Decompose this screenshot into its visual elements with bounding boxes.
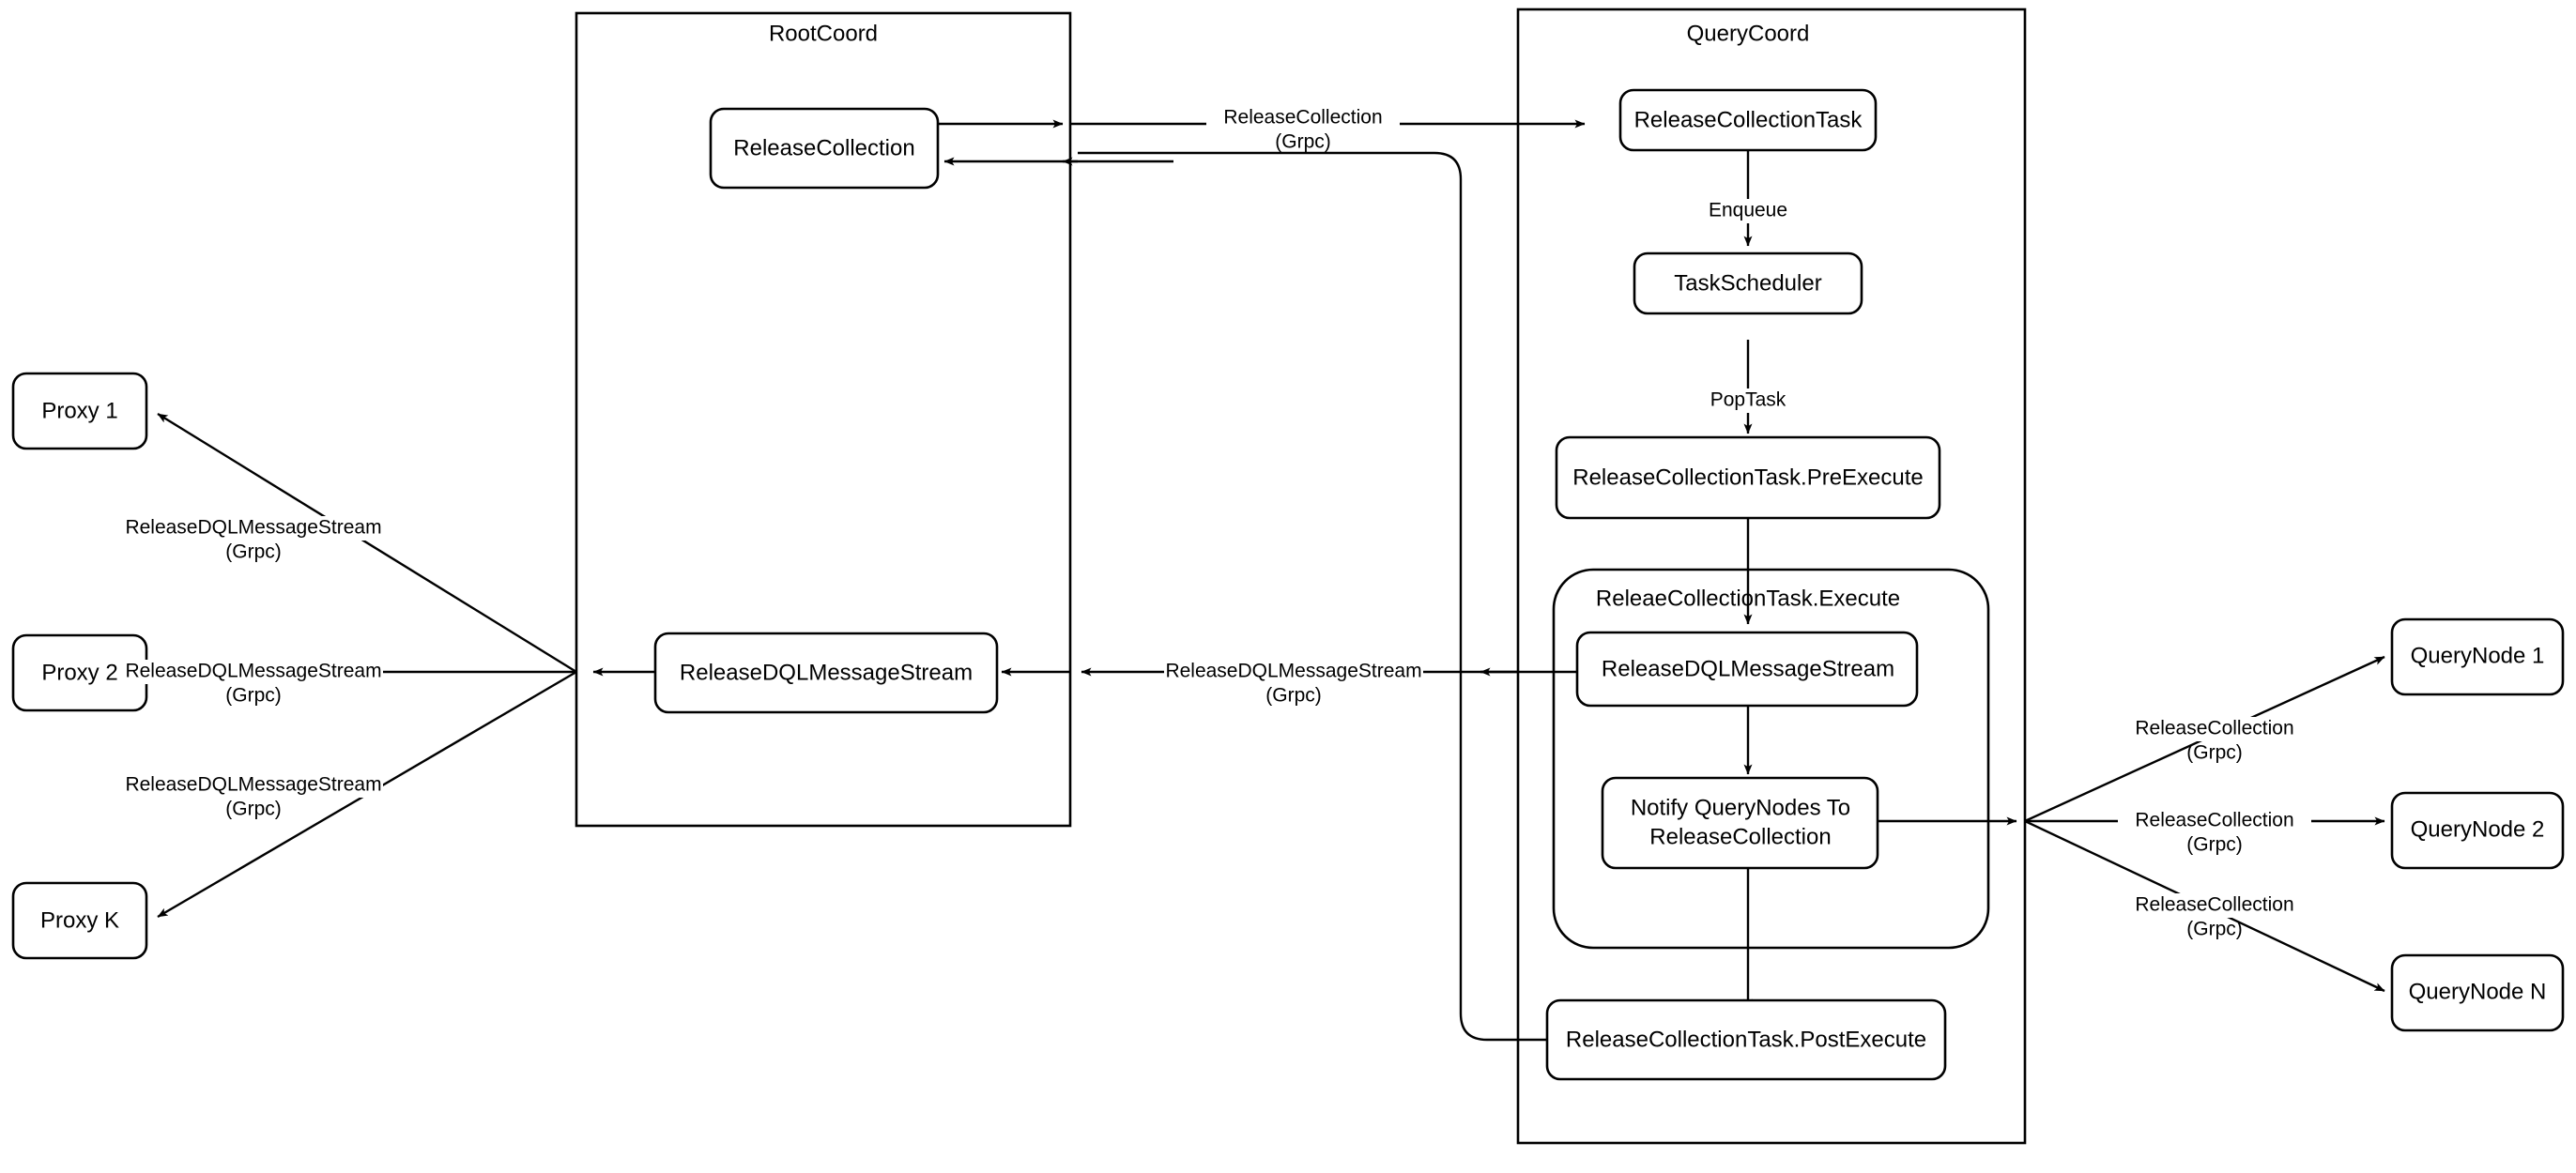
node-post-execute[interactable]: ReleaseCollectionTask.PostExecute [1545, 998, 1947, 1081]
node-task-scheduler[interactable]: TaskScheduler [1633, 251, 1863, 315]
edge-label-qn1-release-line2: (Grpc) [2186, 742, 2243, 764]
edge-label-proxyk-dql-line1: ReleaseDQLMessageStream [125, 774, 381, 796]
container-query-coord-label: QueryCoord [1687, 21, 1810, 46]
edge-label-rootcoord-to-querycoord-line1: ReleaseCollection [1223, 107, 1382, 129]
node-notify-query-nodes[interactable]: Notify QueryNodes To ReleaseCollection [1601, 776, 1879, 870]
node-query-node-1[interactable]: QueryNode 1 [2390, 617, 2565, 696]
node-proxy-2[interactable]: Proxy 2 [11, 633, 148, 712]
edge-label-proxy1-dql-line2: (Grpc) [225, 541, 282, 563]
edge-rootcoord-to-proxy1 [157, 412, 577, 674]
node-release-collection-task[interactable]: ReleaseCollectionTask [1618, 88, 1878, 152]
edge-label-qn1-release: ReleaseCollection (Grpc) [2118, 717, 2311, 764]
edge-label-querycoord-to-rootcoord-dql-line2: (Grpc) [1265, 685, 1322, 707]
node-task-scheduler-label: TaskScheduler [1674, 270, 1821, 296]
edge-label-qn1-release-line1: ReleaseCollection [2135, 718, 2293, 739]
edge-label-querycoord-to-rootcoord-dql-line1: ReleaseDQLMessageStream [1165, 661, 1421, 682]
node-notify-query-nodes-label-line1: Notify QueryNodes To [1631, 795, 1850, 820]
node-notify-query-nodes-label-line2: ReleaseCollection [1649, 824, 1831, 849]
edge-label-qnn-release-line2: (Grpc) [2186, 919, 2243, 940]
node-pre-execute[interactable]: ReleaseCollectionTask.PreExecute [1555, 435, 1941, 520]
edge-label-qnn-release: ReleaseCollection (Grpc) [2118, 893, 2311, 940]
edge-label-proxyk-dql: ReleaseDQLMessageStream (Grpc) [124, 773, 383, 820]
edge-postexecute-return-path [1078, 151, 1554, 1042]
edge-label-poptask: PopTask [1706, 388, 1790, 413]
edge-label-rootcoord-to-querycoord: ReleaseCollection (Grpc) [1206, 106, 1400, 153]
edge-label-proxy1-dql-line1: ReleaseDQLMessageStream [125, 517, 381, 539]
edge-label-querycoord-to-rootcoord-dql: ReleaseDQLMessageStream (Grpc) [1164, 660, 1423, 707]
edge-label-proxy2-dql-line2: (Grpc) [225, 685, 282, 707]
node-release-collection-task-label: ReleaseCollectionTask [1634, 107, 1863, 132]
container-root-coord-label: RootCoord [769, 21, 878, 46]
edge-label-proxy2-dql-line1: ReleaseDQLMessageStream [125, 661, 381, 682]
node-execute-release-dql-label: ReleaseDQLMessageStream [1602, 656, 1894, 681]
edge-label-qn2-release-line1: ReleaseCollection [2135, 810, 2293, 831]
edge-label-rootcoord-to-querycoord-line2: (Grpc) [1275, 131, 1331, 153]
container-execute-group: ReleaeCollectionTask.Execute [1552, 568, 1990, 950]
edge-label-qn2-release: ReleaseCollection (Grpc) [2118, 809, 2311, 856]
edge-label-proxyk-dql-line2: (Grpc) [225, 799, 282, 820]
node-query-node-2[interactable]: QueryNode 2 [2390, 791, 2565, 870]
edge-label-enqueue-text: Enqueue [1709, 200, 1787, 221]
node-post-execute-label: ReleaseCollectionTask.PostExecute [1566, 1027, 1926, 1052]
node-query-node-n[interactable]: QueryNode N [2390, 953, 2565, 1032]
edge-label-qnn-release-line1: ReleaseCollection [2135, 894, 2293, 916]
edge-label-enqueue: Enqueue [1701, 199, 1795, 223]
node-execute-release-dql[interactable]: ReleaseDQLMessageStream [1575, 631, 1919, 708]
node-proxy-k-label: Proxy K [40, 907, 119, 933]
edge-label-qn2-release-line2: (Grpc) [2186, 834, 2243, 856]
edge-label-proxy2-dql: ReleaseDQLMessageStream (Grpc) [124, 660, 383, 707]
node-proxy-1-label: Proxy 1 [41, 398, 117, 423]
node-proxy-2-label: Proxy 2 [41, 660, 117, 685]
node-query-node-1-label: QueryNode 1 [2411, 643, 2545, 668]
edge-label-proxy1-dql: ReleaseDQLMessageStream (Grpc) [124, 516, 383, 563]
node-root-release-collection[interactable]: ReleaseCollection [709, 107, 940, 190]
node-query-node-n-label: QueryNode N [2409, 979, 2547, 1004]
edge-label-poptask-text: PopTask [1710, 389, 1786, 411]
node-root-release-dql[interactable]: ReleaseDQLMessageStream [653, 632, 999, 714]
node-proxy-1[interactable]: Proxy 1 [11, 372, 148, 450]
node-root-release-dql-label: ReleaseDQLMessageStream [680, 660, 973, 685]
node-pre-execute-label: ReleaseCollectionTask.PreExecute [1572, 465, 1924, 490]
node-query-node-2-label: QueryNode 2 [2411, 816, 2545, 842]
node-root-release-collection-label: ReleaseCollection [733, 135, 914, 160]
node-proxy-k[interactable]: Proxy K [11, 881, 148, 960]
